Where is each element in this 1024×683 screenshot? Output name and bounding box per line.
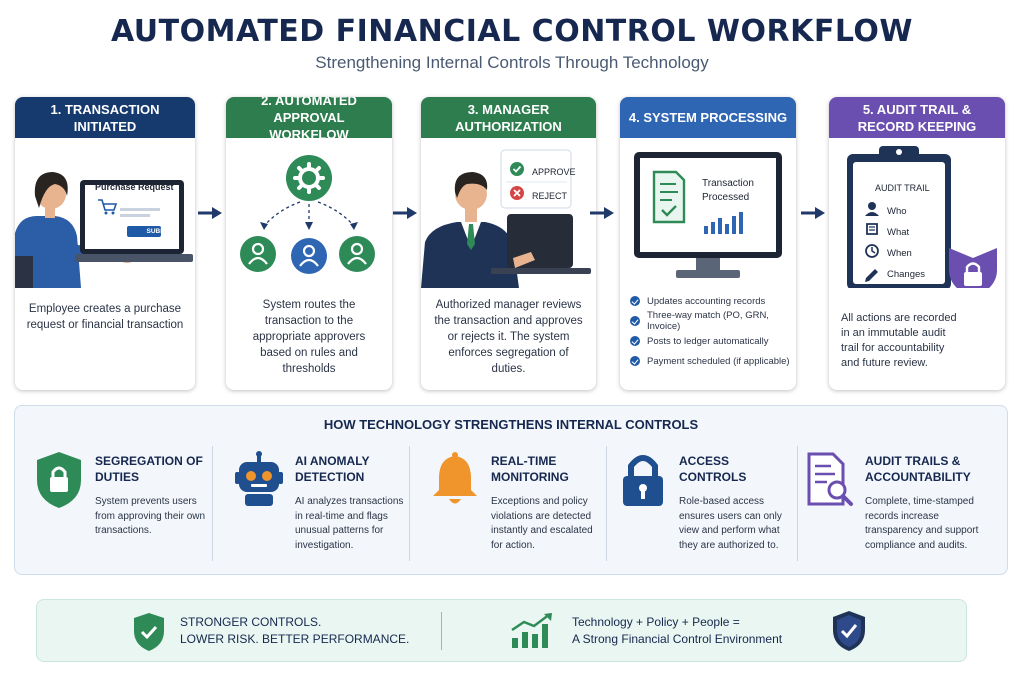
banner-left-line2: LOWER RISK. BETTER PERFORMANCE. [180, 632, 410, 646]
step-header: 5. AUDIT TRAIL & RECORD KEEPING [829, 97, 1005, 138]
workflow-routing-illustration [240, 155, 375, 274]
divider [212, 446, 213, 561]
feature-audit-trails: AUDIT TRAILS & ACCOUNTABILITY Complete, … [785, 446, 1007, 566]
feature-access-controls: ACCESS CONTROLS Role-based access ensure… [599, 446, 795, 566]
feature-description: AI analyzes transactions in real-time an… [295, 496, 404, 551]
monitor-processing-illustration [634, 152, 782, 278]
step-card-system-processing: 4. SYSTEM PROCESSING Transaction Process… [620, 97, 796, 390]
shield-lock-icon [37, 452, 81, 508]
feature-title: ACCESS CONTROLS [679, 454, 747, 484]
step-description: System routes the transaction to the app… [252, 299, 366, 375]
divider [797, 446, 798, 561]
bullet-text: Updates accounting records [647, 295, 766, 307]
summary-banner: STRONGER CONTROLS. LOWER RISK. BETTER PE… [36, 599, 967, 662]
robot-icon [235, 451, 283, 506]
audit-trail-title: AUDIT TRAIL [875, 183, 930, 193]
arrow-right-icon [590, 207, 614, 219]
check-circle-icon [630, 316, 640, 326]
bullet-text: Payment scheduled (if applicable) [647, 355, 790, 367]
processing-bullet-list: Updates accounting records Three-way mat… [630, 291, 790, 371]
step-header: 1. TRANSACTION INITIATED [15, 97, 195, 138]
manager-laptop-illustration [421, 149, 591, 288]
list-item: Updates accounting records [630, 291, 790, 311]
bullet-text: Three-way match (PO, GRN, Invoice) [647, 310, 769, 332]
divider [441, 612, 442, 650]
submit-button[interactable]: SUBMIT [146, 228, 172, 235]
feature-description: System prevents users from approving the… [95, 496, 206, 536]
feature-description: Role-based access ensures users can only… [679, 496, 782, 551]
step-description: All actions are recorded in an immutable… [841, 312, 957, 369]
feature-ai-anomaly-detection: AI ANOMALY DETECTION AI analyzes transac… [215, 446, 411, 566]
step-card-manager-authorization: 3. MANAGER AUTHORIZATION APPROVE REJECT … [421, 97, 596, 390]
audit-item-changes: Changes [887, 269, 926, 280]
step-description: Employee creates a purchase request or f… [26, 303, 184, 331]
feature-real-time-monitoring: REAL-TIME MONITORING Exceptions and poli… [411, 446, 607, 566]
bell-icon [433, 452, 477, 504]
padlock-icon [623, 455, 663, 506]
feature-title: REAL-TIME MONITORING [491, 454, 569, 484]
feature-segregation-of-duties: SEGREGATION OF DUTIES System prevents us… [15, 446, 211, 566]
step-card-audit-trail: 5. AUDIT TRAIL & RECORD KEEPING AUDIT TR… [829, 97, 1005, 390]
step-header: 4. SYSTEM PROCESSING [620, 97, 796, 138]
audit-clipboard-illustration [847, 146, 997, 288]
arrow-right-icon [801, 207, 825, 219]
shield-check-icon [833, 611, 865, 651]
feature-description: Exceptions and policy violations are det… [491, 496, 593, 551]
divider [606, 446, 607, 561]
step-card-approval-workflow: 2. AUTOMATED APPROVAL WORKFLOW System ro… [226, 97, 392, 390]
step-description: Authorized manager reviews the transacti… [434, 299, 583, 375]
how-technology-title: HOW TECHNOLOGY STRENGTHENS INTERNAL CONT… [323, 417, 699, 432]
how-technology-panel: HOW TECHNOLOGY STRENGTHENS INTERNAL CONT… [14, 405, 1008, 575]
feature-title: SEGREGATION OF DUTIES [95, 454, 203, 484]
step-header: 3. MANAGER AUTHORIZATION [421, 97, 596, 138]
employee-laptop-illustration [15, 172, 193, 288]
purchase-request-title: Purchase Request [95, 182, 174, 192]
banner-right-line1: Technology + Policy + People = [572, 615, 740, 629]
approve-option[interactable]: APPROVE [532, 167, 576, 177]
feature-description: Complete, time-stamped records increase … [865, 496, 979, 551]
shield-check-icon [134, 613, 164, 651]
list-item: Posts to ledger automatically [630, 331, 790, 351]
audit-item-who: Who [887, 206, 907, 217]
step-header: 2. AUTOMATED APPROVAL WORKFLOW [226, 97, 392, 142]
reject-option[interactable]: REJECT [532, 191, 568, 201]
check-circle-icon [630, 296, 640, 306]
arrow-right-icon [198, 207, 222, 219]
bullet-text: Posts to ledger automatically [647, 335, 769, 347]
banner-left-line1: STRONGER CONTROLS. [180, 615, 322, 629]
check-circle-icon [630, 336, 640, 346]
banner-right-line2: A Strong Financial Control Environment [572, 632, 783, 646]
list-item: Payment scheduled (if applicable) [630, 351, 790, 371]
page-subtitle: Strengthening Internal Controls Through … [315, 53, 709, 72]
page-title: AUTOMATED FINANCIAL CONTROL WORKFLOW [110, 14, 914, 49]
arrow-right-icon [393, 207, 417, 219]
list-item: Three-way match (PO, GRN, Invoice) [630, 310, 790, 332]
step-card-transaction-initiated: 1. TRANSACTION INITIATED Purchase Reques… [15, 97, 195, 390]
audit-item-what: What [887, 227, 910, 238]
feature-title: AUDIT TRAILS & ACCOUNTABILITY [865, 454, 971, 484]
divider [409, 446, 410, 561]
document-search-icon [807, 452, 853, 506]
check-circle-icon [630, 356, 640, 366]
audit-item-when: When [887, 248, 912, 259]
feature-title: AI ANOMALY DETECTION [295, 454, 370, 484]
growth-chart-icon [511, 613, 552, 648]
transaction-processed-label: Transaction Processed [702, 178, 754, 203]
